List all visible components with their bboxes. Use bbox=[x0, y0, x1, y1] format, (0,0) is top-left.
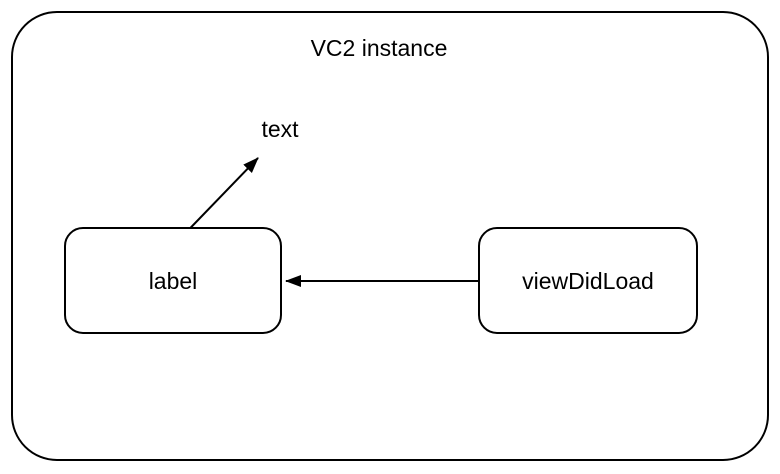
container-title: VC2 instance bbox=[311, 35, 448, 61]
node-label-text: label bbox=[149, 268, 198, 294]
annotation-text: text bbox=[261, 116, 299, 142]
node-label-box bbox=[64, 227, 282, 334]
vc2-instance-container bbox=[11, 11, 769, 461]
node-viewdidload-text: viewDidLoad bbox=[522, 268, 654, 294]
